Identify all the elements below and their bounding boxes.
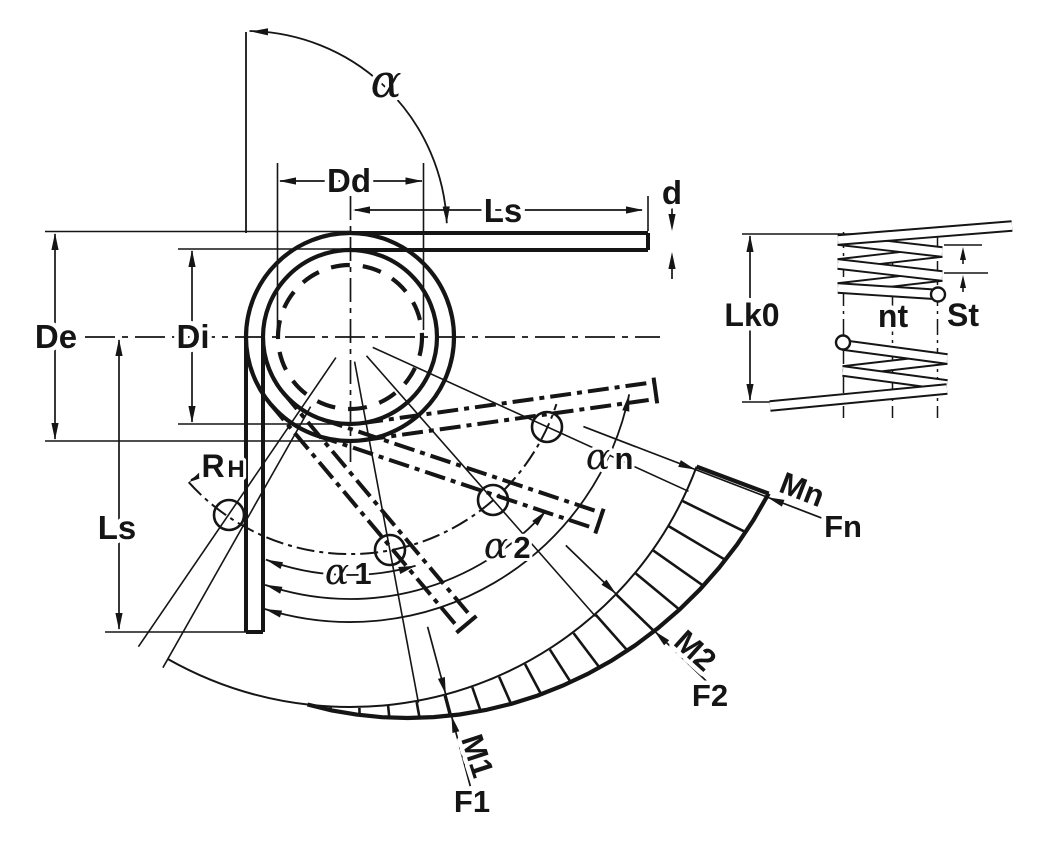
label-force-f2: F2 xyxy=(692,678,728,713)
label-angle-alpha1-symbol: α xyxy=(325,552,349,593)
label-force-fn: Fn xyxy=(824,509,862,544)
label-leg-length-ls-left: Ls xyxy=(98,509,137,546)
label-angle-alphan-symbol: α xyxy=(586,437,610,478)
label-coil-gap-st: St xyxy=(947,297,979,333)
label-wire-diameter-d: d xyxy=(662,174,682,211)
label-free-angle-alpha: α xyxy=(370,54,401,108)
label-moment-m1: M1 xyxy=(454,730,501,782)
label-moment-mn: Mn xyxy=(775,465,829,514)
label-lever-radius-h-sub: H xyxy=(227,456,244,483)
label-angle-alpha1-index: 1 xyxy=(354,556,371,591)
label-body-length-lk0: Lk0 xyxy=(724,297,779,333)
label-angle-alpha2-index: 2 xyxy=(513,530,530,565)
label-inner-diameter-di: Di xyxy=(177,318,210,355)
label-leg-length-ls-top: Ls xyxy=(484,192,523,229)
label-total-coils-nt: nt xyxy=(878,298,909,334)
label-lever-radius-r: R xyxy=(201,448,224,484)
label-moment-m2: M2 xyxy=(668,623,723,678)
label-angle-alpha2-symbol: α xyxy=(484,526,508,567)
label-force-f1: F1 xyxy=(454,784,490,819)
drawing-lines xyxy=(45,28,1013,787)
label-mandrel-diameter-dd: Dd xyxy=(327,162,371,199)
label-angle-alphan-index: n xyxy=(615,441,634,476)
label-outer-diameter-de: De xyxy=(35,318,77,355)
